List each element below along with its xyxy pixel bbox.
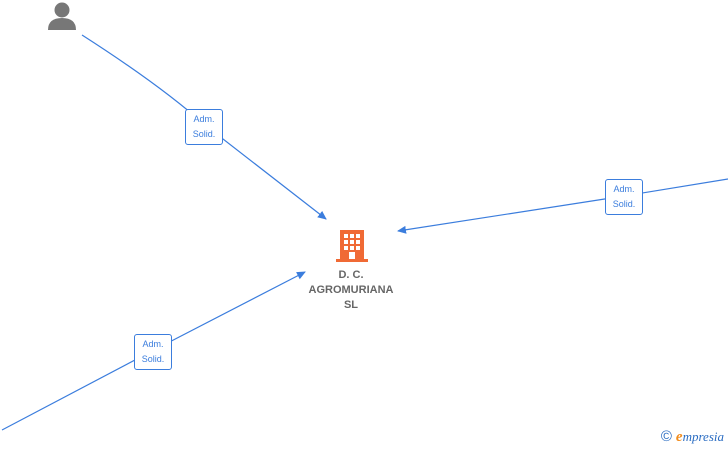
company-name[interactable]: D. C. AGROMURIANA SL xyxy=(296,268,406,313)
edge-label-line-2: Solid. xyxy=(141,354,165,364)
edge-label-line-2: Solid. xyxy=(192,129,216,139)
edge-line-right xyxy=(397,178,728,234)
person-node[interactable] xyxy=(46,1,78,31)
building-icon xyxy=(336,230,368,262)
company-name-line-2: AGROMURIANA xyxy=(308,284,394,296)
brand-logo[interactable]: empresia xyxy=(676,429,724,446)
footer-brand: © empresia xyxy=(661,428,724,446)
edge-label-person[interactable]: Adm. Solid. xyxy=(185,109,223,145)
person-icon xyxy=(48,2,76,30)
edge-label-right[interactable]: Adm. Solid. xyxy=(605,179,643,215)
edge-label-line-1: Adm. xyxy=(142,339,164,349)
company-name-line-3: SL xyxy=(343,299,359,311)
company-node[interactable] xyxy=(334,228,370,264)
edge-label-bottom-left[interactable]: Adm. Solid. xyxy=(134,334,172,370)
company-name-line-1: D. C. xyxy=(338,269,364,281)
edge-label-line-1: Adm. xyxy=(613,184,635,194)
brand-logo-initial: e xyxy=(675,428,683,445)
brand-logo-rest: mpresia xyxy=(682,428,724,444)
copyright-icon: © xyxy=(660,428,672,445)
edge-label-line-1: Adm. xyxy=(193,114,215,124)
edge-label-line-2: Solid. xyxy=(612,199,636,209)
